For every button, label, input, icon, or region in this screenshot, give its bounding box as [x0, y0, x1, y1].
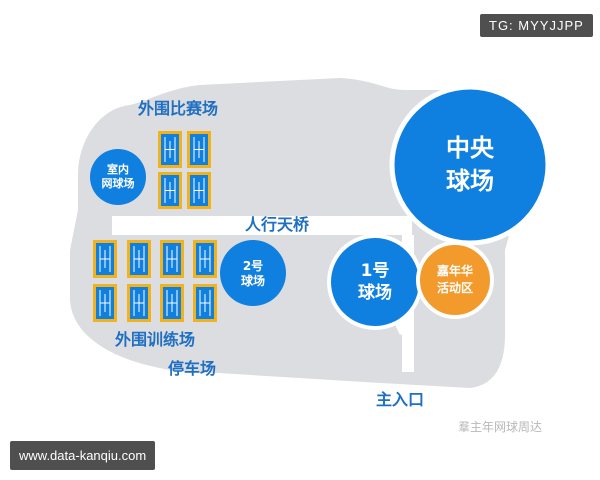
- competition-courts-label: 外围比赛场: [138, 99, 219, 118]
- indoor-court-label: 室内 网球场: [101, 163, 135, 190]
- indoor-court-circle[interactable]: [90, 149, 146, 205]
- main-entrance-label: 主入口: [376, 390, 425, 409]
- carnival-circle[interactable]: [416, 241, 494, 319]
- central-court-circle[interactable]: [389, 84, 551, 246]
- competition-courts: [158, 131, 211, 209]
- training-courts-label: 外围训练场: [115, 330, 196, 349]
- central-court-label: 中央 球场: [446, 134, 494, 195]
- carnival-label: 嘉年华 活动区: [436, 264, 473, 295]
- parking-label: 停车场: [168, 359, 217, 378]
- telegram-watermark: TG: MYYJJPP: [480, 14, 593, 37]
- court-2-circle[interactable]: [220, 240, 286, 306]
- weibo-watermark: 羣主年网球周达: [458, 420, 543, 434]
- court-2-label: 2号 球场: [240, 259, 265, 288]
- court-1-label: 1号 球场: [358, 261, 392, 303]
- bridge-band: [112, 216, 412, 235]
- pedestrian-bridge-label: 人行天桥: [245, 215, 310, 234]
- site-watermark: www.data-kanqiu.com: [10, 441, 156, 470]
- training-courts: [93, 240, 217, 322]
